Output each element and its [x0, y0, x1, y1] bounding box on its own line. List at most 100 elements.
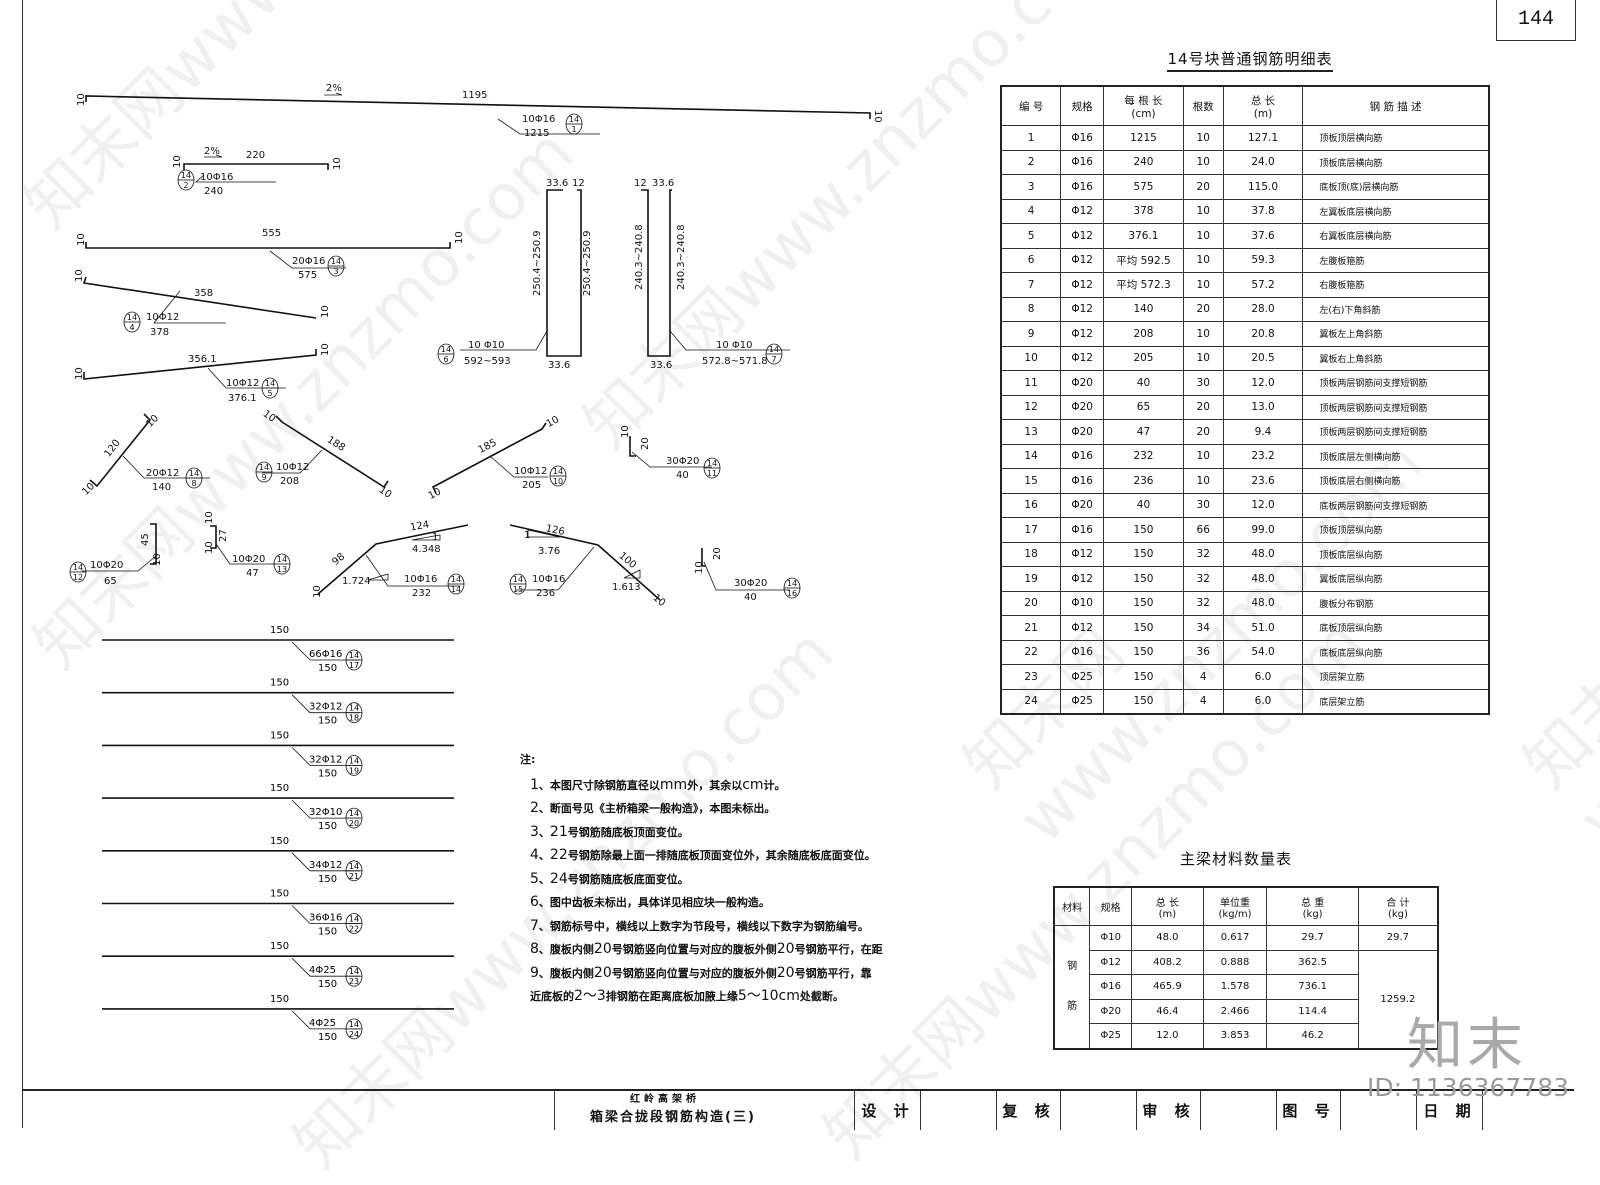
cell: 3	[1000, 174, 1062, 200]
fig-no-value	[1340, 1091, 1417, 1130]
cell: Φ20	[1060, 492, 1105, 518]
cell: 150	[1103, 541, 1184, 567]
bridge-name: 红岭高架桥	[630, 1094, 700, 1105]
bar-count-spec: 30Φ20	[666, 456, 699, 467]
hook-dim: 10	[454, 231, 465, 244]
desc-cell: 顶板底层左侧横向筋	[1302, 443, 1490, 469]
hook-dim: 10	[694, 561, 705, 574]
bar-count-spec: 66Φ16	[309, 649, 342, 660]
cell: 20.8	[1222, 321, 1304, 347]
check-label: 复 核	[996, 1091, 1061, 1130]
bar-mark-number: 22	[349, 925, 359, 934]
note-text: 20	[776, 964, 795, 981]
cell: 20	[1182, 174, 1224, 200]
cell: 48.0	[1222, 590, 1304, 616]
dim-right: 250.4~250.9	[582, 230, 593, 296]
rebar-table-title: 14号块普通钢筋明细表	[1150, 48, 1350, 72]
bar-count-spec: 32Φ12	[309, 754, 342, 765]
cell: 13	[1000, 419, 1062, 445]
note-item: 4、22号钢筋除最上面一排随底板顶面变位外，其余随底板底面变位。	[520, 844, 883, 868]
cell: 0.617	[1202, 925, 1268, 951]
desc-cell: 翼板底层纵向筋	[1302, 566, 1490, 592]
dim-bottom: 33.6	[548, 360, 570, 371]
note-text: 2～3	[574, 988, 606, 1004]
cell: 10	[1182, 468, 1224, 494]
cell: Φ12	[1060, 321, 1105, 347]
bar-cut-length: 150	[318, 1032, 337, 1043]
cell: 12.0	[1131, 1023, 1204, 1049]
note-text: 计。	[763, 778, 786, 792]
bar-mark-bubbles: 1411421431441451461471481491410141114121…	[69, 113, 801, 599]
unit: (kg)	[1302, 908, 1323, 920]
notes: 注: 1、本图尺寸除钢筋直径以mm外，其余以cm计。2、断面号见《主桥箱梁一般构…	[520, 748, 883, 1009]
note-text: 、图中齿板未标出，具体详见相应块一般构造。	[538, 896, 770, 909]
bar-mark-number: 13	[277, 565, 287, 574]
hook-dim: 12	[634, 178, 647, 189]
note-text: 5	[530, 870, 539, 887]
cell: 30	[1182, 370, 1224, 396]
bar-cut-length: 208	[280, 476, 299, 487]
note-text: 20	[593, 941, 612, 957]
col-desc: 钢 筋 描 述	[1302, 85, 1490, 126]
note-text: 9	[530, 964, 539, 981]
label: 总 重	[1301, 897, 1325, 909]
cell: Φ25	[1060, 688, 1105, 715]
desc-cell: 底板顶(底)层横向筋	[1302, 174, 1490, 200]
cell: 65	[1103, 394, 1184, 420]
bar-mark-segment: 14	[259, 463, 269, 472]
cell: Φ25	[1060, 664, 1105, 690]
bar-count-spec: 10Φ20	[90, 560, 123, 571]
bar-mark-segment: 14	[441, 345, 451, 354]
cell: 465.9	[1131, 974, 1204, 1000]
col-count: 根数	[1182, 85, 1224, 126]
page-number: 144	[1496, 0, 1576, 41]
cell: 平均 572.3	[1103, 272, 1184, 298]
check-value	[1060, 1091, 1137, 1130]
bar-mark-number: 20	[349, 819, 359, 828]
bar-cut-length: 150	[318, 874, 337, 885]
bar-mark-number: 7	[771, 355, 776, 364]
bar-cut-length: 592~593	[464, 356, 511, 367]
bar-mark-segment: 14	[349, 704, 359, 713]
desc-cell: 右腹板箍筋	[1302, 272, 1490, 298]
note-text: 20	[593, 964, 612, 981]
bar-length: 126	[545, 523, 566, 538]
bar-cut-length: 150	[318, 821, 337, 832]
leader-line	[291, 1010, 360, 1030]
cell: 6.0	[1222, 664, 1304, 690]
col-spec: 规格	[1060, 85, 1105, 126]
bar-cut-length: 236	[536, 588, 555, 599]
title-block: 设 计 复 核 审 核 图 号 日 期	[22, 1089, 1574, 1130]
cell: 10	[1182, 443, 1224, 469]
bar-count-spec: 10 Φ10	[468, 340, 505, 351]
leader-line	[291, 799, 360, 819]
dim-height: 20	[640, 437, 651, 450]
desc-cell: 底板底层纵向筋	[1302, 639, 1490, 665]
cell: Φ12	[1089, 949, 1133, 975]
cell: 24	[1000, 688, 1062, 715]
cell: Φ12	[1060, 615, 1105, 641]
bar-count-spec: 10Φ12	[514, 466, 547, 477]
slope-value: 1.724	[342, 576, 371, 587]
sheet-frame	[22, 0, 1575, 1128]
title-block-cell	[554, 1091, 855, 1130]
leader-line	[291, 852, 360, 872]
note-text: 1	[530, 776, 539, 793]
bar-cut-length: 232	[412, 588, 431, 599]
design-value	[920, 1091, 997, 1130]
desc-cell: 顶板顶层横向筋	[1302, 125, 1490, 151]
bar-mark-segment: 14	[349, 756, 359, 765]
note-text: 、钢筋标号中，横线以上数字为节段号，横线以下数字为钢筋编号。	[538, 919, 869, 933]
bar-mark-segment: 14	[707, 459, 717, 468]
bar-mark-segment: 14	[277, 555, 287, 564]
cell: Φ10	[1060, 590, 1105, 616]
cell: 37.6	[1222, 223, 1304, 249]
cell: 13.0	[1222, 394, 1304, 420]
bar-cut-length: 150	[318, 927, 337, 938]
cell: 0.888	[1202, 949, 1268, 975]
desc-cell: 左腹板箍筋	[1302, 247, 1490, 273]
